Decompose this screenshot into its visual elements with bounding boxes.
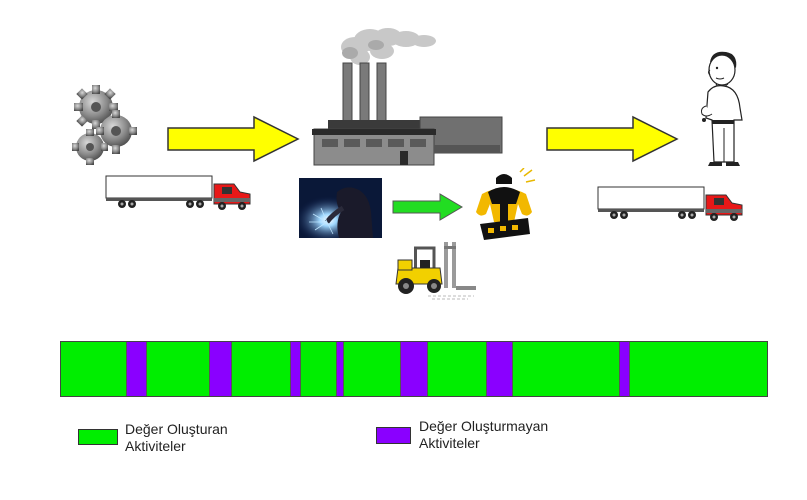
non-value-adding-segment xyxy=(291,342,302,396)
legend-swatch-non-value-adding xyxy=(376,427,411,444)
arrow-right-icon xyxy=(167,115,300,163)
non-value-adding-segment xyxy=(126,342,148,396)
forklift-icon xyxy=(395,242,476,300)
gears-icon xyxy=(72,85,137,165)
welder-icon xyxy=(299,178,382,238)
non-value-adding-segment xyxy=(336,342,345,396)
value-adding-segment xyxy=(629,342,768,396)
non-value-adding-segment xyxy=(210,342,232,396)
value-adding-segment xyxy=(231,342,292,396)
value-adding-segment xyxy=(147,342,211,396)
activity-timeline xyxy=(60,341,768,397)
legend-label-value-adding: Değer Oluşturan Aktiviteler xyxy=(125,421,228,454)
worker-icon xyxy=(476,168,536,240)
non-value-adding-segment xyxy=(486,342,514,396)
arrow-right-icon xyxy=(546,115,679,163)
truck-icon xyxy=(105,175,251,210)
truck-icon xyxy=(597,186,743,221)
value-adding-segment xyxy=(513,342,620,396)
value-adding-segment xyxy=(301,342,337,396)
value-adding-segment xyxy=(61,342,127,396)
legend-swatch-value-adding xyxy=(78,429,118,445)
factory-icon xyxy=(312,28,503,166)
value-adding-segment xyxy=(427,342,487,396)
non-value-adding-segment xyxy=(401,342,428,396)
non-value-adding-segment xyxy=(619,342,630,396)
customer-icon xyxy=(701,51,743,166)
value-adding-segment xyxy=(344,342,402,396)
legend-label-non-value-adding: Değer Oluşturmayan Aktiviteler xyxy=(419,418,549,451)
arrow-right-icon xyxy=(392,193,463,221)
